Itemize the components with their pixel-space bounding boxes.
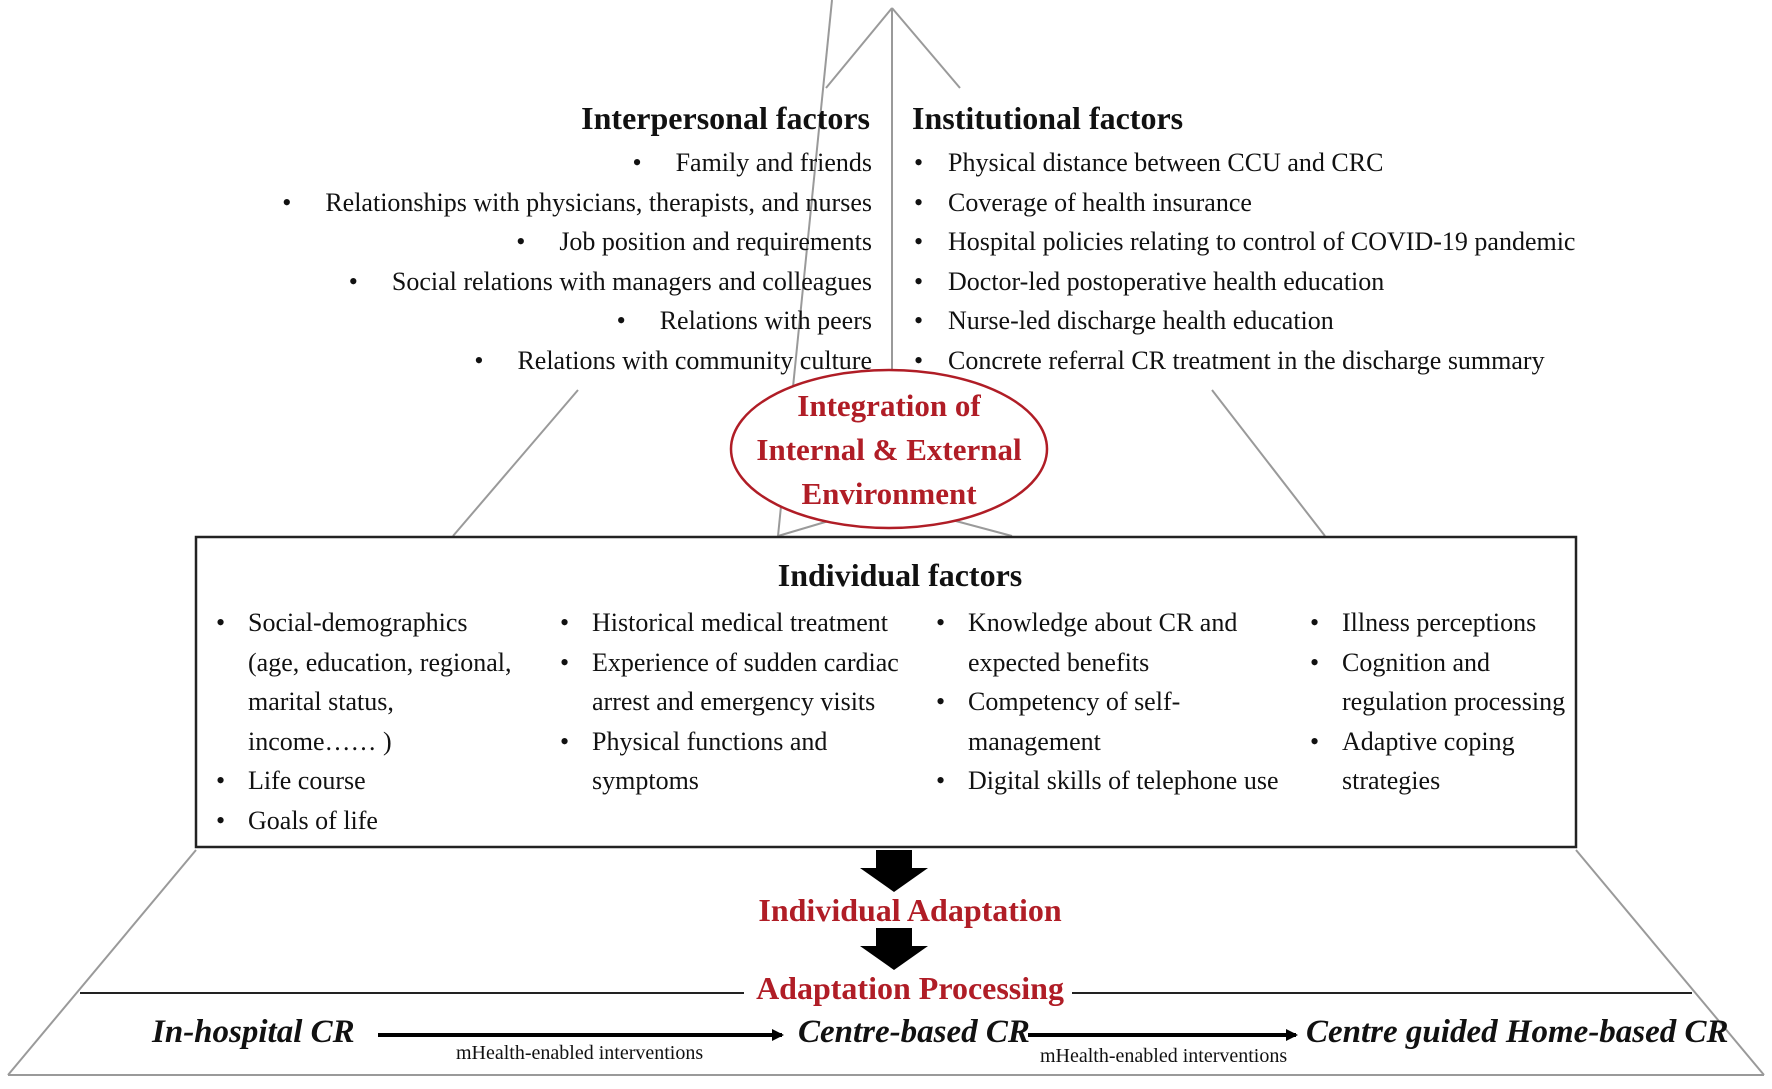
individual-column-2: Historical medical treatment Experience … (550, 603, 899, 801)
individual-item: Goals of life (206, 801, 512, 841)
individual-item: Social-demographics (age, education, reg… (206, 603, 512, 761)
stage-home-based-cr: Centre guided Home-based CR (1306, 1014, 1729, 1050)
interpersonal-title: Interpersonal factors (581, 100, 870, 136)
institutional-item: Physical distance between CCU and CRC (910, 143, 1575, 183)
down-arrow-1 (860, 850, 928, 892)
integration-line: Internal & External (756, 432, 1022, 467)
individual-item: Knowledge about CR and expected benefits (926, 603, 1279, 682)
individual-item: Historical medical treatment (550, 603, 899, 643)
individual-column-1: Social-demographics (age, education, reg… (206, 603, 512, 840)
individual-column-3: Knowledge about CR and expected benefits… (926, 603, 1279, 801)
individual-item: Cognition and regulation processing (1300, 643, 1565, 722)
pyramid-left-slope (452, 389, 579, 537)
interpersonal-list: •Family and friends •Relationships with … (282, 143, 872, 380)
individual-column-4: Illness perceptions Cognition and regula… (1300, 603, 1565, 801)
individual-item: Life course (206, 761, 512, 801)
interpersonal-item: •Relations with community culture (474, 345, 872, 375)
individual-factors-box (194, 535, 1578, 849)
trapezoid-right-slope (1575, 849, 1765, 1076)
ellipse-connector-right (951, 519, 1013, 537)
arrow2-label: mHealth-enabled interventions (1040, 1045, 1288, 1067)
interpersonal-item: •Social relations with managers and coll… (348, 266, 872, 296)
institutional-item: Doctor-led postoperative health educatio… (910, 262, 1575, 302)
individual-item: Digital skills of telephone use (926, 761, 1279, 801)
stage-centre-based-cr: Centre-based CR (798, 1014, 1030, 1050)
integration-line: Environment (801, 476, 977, 511)
ellipse-connector-left (777, 519, 833, 537)
interpersonal-item: •Relationships with physicians, therapis… (282, 187, 872, 217)
individual-item: Competency of self- management (926, 682, 1279, 761)
integration-ellipse (729, 368, 1049, 530)
institutional-item: Hospital policies relating to control of… (910, 222, 1575, 262)
interpersonal-item: •Family and friends (632, 148, 872, 177)
interpersonal-item: •Relations with peers (616, 306, 872, 335)
institutional-title: Institutional factors (912, 100, 1184, 136)
pyramid-right-slope (1211, 389, 1326, 537)
individual-item: Adaptive coping strategies (1300, 722, 1565, 801)
apex-left-line (825, 7, 893, 89)
down-arrow-2 (860, 928, 928, 970)
stage-in-hospital-cr: In-hospital CR (152, 1014, 355, 1050)
adaptation-processing-label: Adaptation Processing (756, 970, 1064, 1006)
individual-title: Individual factors (777, 557, 1023, 593)
individual-item: Physical functions and symptoms (550, 722, 899, 801)
interpersonal-item: •Job position and requirements (516, 227, 872, 256)
institutional-item: Coverage of health insurance (910, 183, 1575, 223)
integration-line: Integration of (797, 388, 981, 423)
arrow1-label: mHealth-enabled interventions (456, 1042, 704, 1064)
trapezoid-left-slope (7, 849, 197, 1076)
institutional-item: Concrete referral CR treatment in the di… (910, 341, 1575, 381)
institutional-list: Physical distance between CCU and CRC Co… (910, 143, 1575, 380)
apex-right-line (891, 7, 961, 89)
institutional-item: Nurse-led discharge health education (910, 301, 1575, 341)
individual-item: Experience of sudden cardiac arrest and … (550, 643, 899, 722)
individual-adaptation-label: Individual Adaptation (758, 892, 1062, 928)
integration-label: Integration of Internal & External Envir… (728, 384, 1050, 516)
individual-item: Illness perceptions (1300, 603, 1565, 643)
